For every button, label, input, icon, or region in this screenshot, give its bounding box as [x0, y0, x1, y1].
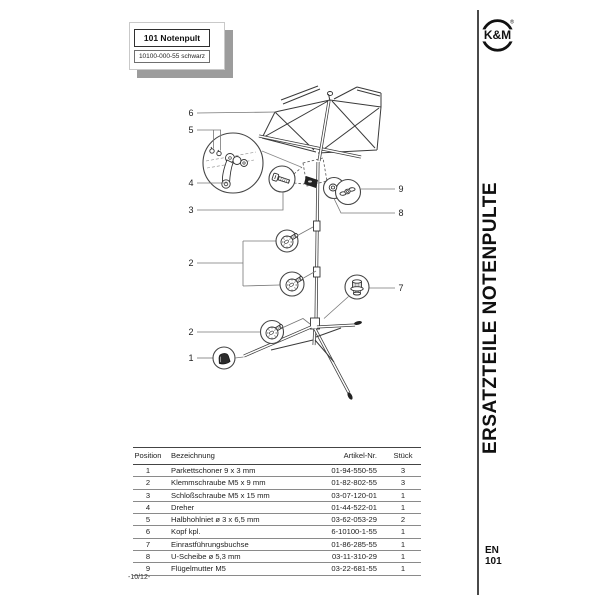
table-cell: Schloßschraube M5 x 15 mm [163, 489, 323, 502]
table-header-row: Position Bezeichnung Artikel-Nr. Stück [133, 447, 421, 465]
table-cell: 03-62-053-29 [323, 513, 385, 527]
washer-part [328, 183, 338, 192]
head-attachment-zone [261, 150, 328, 188]
spare-parts-table: Position Bezeichnung Artikel-Nr. Stück 1… [133, 447, 421, 576]
table-cell: Dreher [163, 501, 323, 515]
table-cell: 01-86-285-55 [323, 538, 385, 552]
km-logo: K&M ® [479, 18, 516, 52]
km-logo-text: K&M [484, 28, 511, 42]
table-cell: 1 [385, 538, 421, 552]
vertical-divider [477, 10, 479, 595]
parts-table-wrap: Position Bezeichnung Artikel-Nr. Stück 1… [133, 447, 421, 576]
col-header-stueck: Stück [385, 447, 421, 465]
table-cell: 03-22-681-55 [323, 562, 385, 576]
sidebar-title: ERSATZTEILE NOTENPULTE [480, 181, 501, 455]
table-cell: 1 [385, 550, 421, 564]
page-number: 101 [485, 556, 502, 567]
stand-column [310, 100, 331, 346]
table-cell: 5 [133, 513, 163, 527]
table-cell: 03-07-120-01 [323, 489, 385, 502]
registered-mark: ® [510, 18, 514, 25]
table-cell: 6-10100-1-55 [323, 525, 385, 539]
sidebar-title-wrap: ERSATZTEILE NOTENPULTE [476, 181, 506, 455]
table-cell: 9 [133, 562, 163, 576]
rivets [209, 146, 222, 157]
wingnut-part [339, 187, 356, 196]
table-cell: 3 [133, 489, 163, 502]
table-cell: 2 [133, 476, 163, 490]
connector-lines [234, 226, 349, 359]
lock-screw-part [271, 172, 291, 184]
table-cell: 1 [385, 525, 421, 539]
desk-hub-knob [326, 91, 334, 96]
table-cell: 7 [133, 538, 163, 552]
callout-label-8: 8 [398, 208, 403, 218]
leg-foot-tip-right [354, 321, 362, 325]
callout-leaders [196, 111, 395, 359]
callout-label-7: 7 [398, 283, 403, 293]
language-page-block: EN 101 [485, 545, 502, 567]
table-cell: 1 [133, 464, 163, 478]
callout-labels: 6 5 4 3 2 2 1 9 8 7 [188, 108, 403, 363]
callout-label-6: 6 [188, 108, 193, 118]
callout-label-4: 4 [188, 178, 193, 188]
callout-label-9: 9 [398, 184, 403, 194]
head-assembly-part [205, 146, 257, 189]
table-cell: Parkettschoner 9 x 3 mm [163, 464, 323, 478]
product-model: 101 Notenpult [134, 29, 210, 47]
table-cell: 1 [385, 489, 421, 502]
callout-label-5: 5 [188, 125, 193, 135]
table-cell: 8 [133, 550, 163, 564]
table-cell: 01-44-522-01 [323, 501, 385, 515]
table-cell: 1 [385, 501, 421, 515]
music-stand-drawing [243, 85, 382, 400]
table-cell: 2 [385, 513, 421, 527]
table-cell: 4 [133, 501, 163, 515]
floor-protector-part [218, 353, 231, 365]
col-header-position: Position [133, 447, 163, 465]
desk-frame [258, 85, 382, 159]
table-cell: 01-94-550-55 [323, 464, 385, 478]
table-cell: Flügelmutter M5 [163, 562, 323, 576]
product-article-number: 10100-000-55 schwarz [134, 50, 210, 63]
bushing-part [350, 279, 364, 296]
table-cell: Einrastführungsbuchse [163, 538, 323, 552]
table-cell: 3 [385, 476, 421, 490]
revision-mark: -10/12- [128, 574, 151, 581]
table-cell: Klemmschraube M5 x 9 mm [163, 476, 323, 490]
column-sleeve-upper [313, 220, 321, 232]
callout-label-2-lower: 2 [188, 327, 193, 337]
table-cell: U-Scheibe ø 5,3 mm [163, 550, 323, 564]
language-code: EN [485, 545, 499, 556]
table-cell: 03-11-310-29 [323, 550, 385, 564]
table-cell: 6 [133, 525, 163, 539]
table-cell: 3 [385, 464, 421, 478]
callout-label-1: 1 [188, 353, 193, 363]
table-cell: 1 [385, 562, 421, 576]
leg-foot-tip-front [347, 392, 353, 400]
callout-label-2-upper: 2 [188, 258, 193, 268]
table-cell: Kopf kpl. [163, 525, 323, 539]
callout-label-3: 3 [188, 205, 193, 215]
product-box: 101 Notenpult 10100-000-55 schwarz [129, 22, 225, 70]
col-header-bezeichnung: Bezeichnung [163, 447, 323, 465]
table-cell: Halbhohlniet ø 3 x 6,5 mm [163, 513, 323, 527]
table-cell: 01-82-802-55 [323, 476, 385, 490]
col-header-artikel-nr: Artikel-Nr. [323, 447, 385, 465]
